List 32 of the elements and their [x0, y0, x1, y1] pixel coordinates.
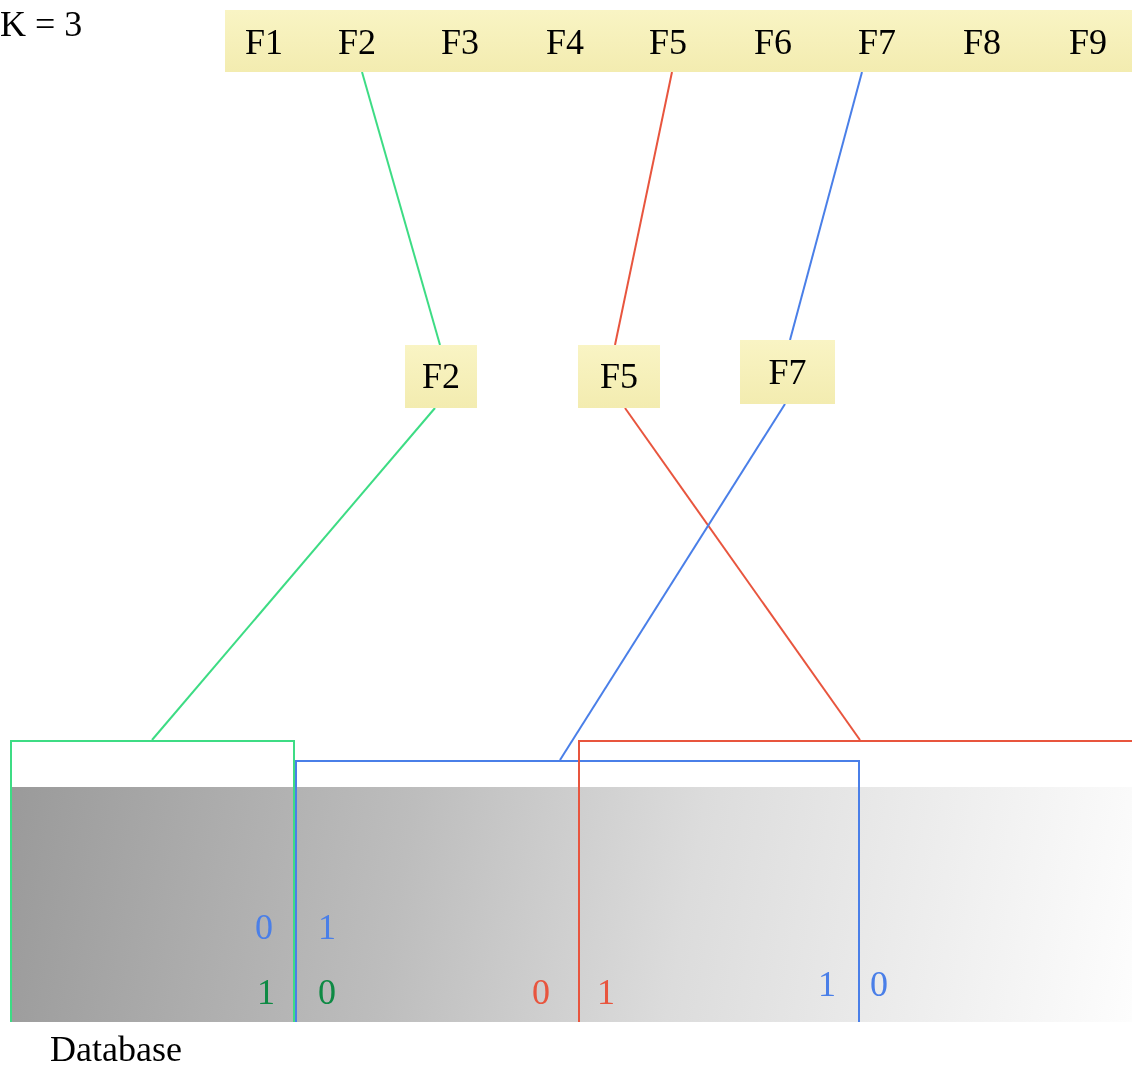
connector-line — [559, 403, 786, 761]
partition-bracket — [578, 740, 1132, 1022]
connector-line — [614, 71, 673, 346]
partition-bracket — [295, 760, 860, 1022]
feature-label: F6 — [748, 22, 798, 62]
split-value: 0 — [318, 971, 336, 1014]
partition-bracket — [10, 740, 295, 1022]
feature-label: F2 — [332, 22, 382, 62]
feature-label: F7 — [852, 22, 902, 62]
feature-band — [225, 10, 1132, 72]
connector-line — [624, 407, 861, 741]
split-value: 0 — [255, 906, 273, 949]
feature-label: F1 — [239, 22, 289, 62]
connector-line — [789, 71, 863, 341]
split-value: 1 — [257, 971, 275, 1014]
parameter-label: K = 3 — [0, 3, 83, 46]
feature-label: F8 — [957, 22, 1007, 62]
feature-label: F3 — [435, 22, 485, 62]
database-label: Database — [50, 1028, 182, 1071]
feature-label: F4 — [540, 22, 590, 62]
feature-label: F5 — [643, 22, 693, 62]
feature-box: F5 — [578, 345, 660, 408]
split-value: 0 — [532, 971, 550, 1014]
feature-label: F9 — [1063, 22, 1113, 62]
split-value: 1 — [597, 971, 615, 1014]
connector-line — [151, 407, 436, 741]
feature-box: F2 — [405, 345, 477, 408]
split-value: 1 — [318, 906, 336, 949]
feature-box: F7 — [740, 340, 835, 404]
split-value: 0 — [870, 963, 888, 1006]
connector-line — [361, 71, 441, 346]
split-value: 1 — [818, 963, 836, 1006]
